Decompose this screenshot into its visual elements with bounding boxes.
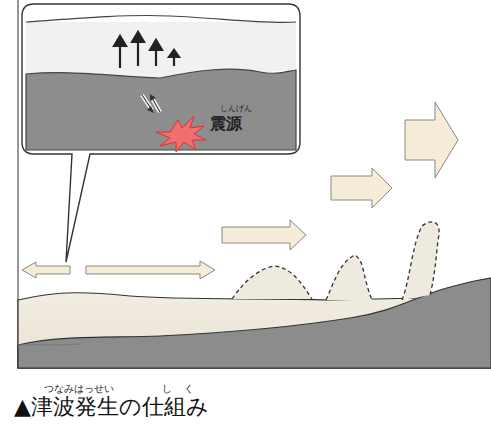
furigana: しく: [162, 384, 206, 394]
furigana: しんげん: [220, 105, 252, 113]
furigana: つなみはっせい: [44, 384, 114, 394]
figure-caption: ▲津波発生の仕組み: [14, 396, 209, 418]
hypocenter-label: 震源: [210, 116, 242, 132]
